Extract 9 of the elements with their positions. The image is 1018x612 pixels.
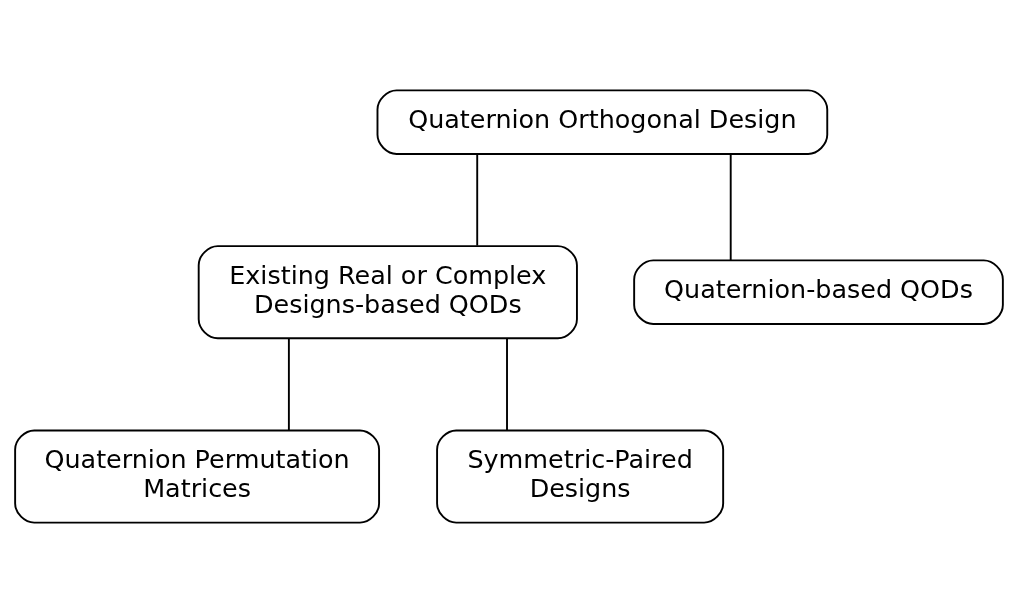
node-box: Quaternion Permutation Matrices (14, 429, 381, 524)
node-box: Symmetric-Paired Designs (436, 429, 725, 524)
connector (476, 152, 479, 247)
node-box: Quaternion Orthogonal Design (376, 88, 829, 155)
connector (287, 337, 290, 431)
node-box: Quaternion-based QODs (633, 258, 1004, 325)
connector (506, 337, 508, 431)
node-box: Existing Real or Complex Designs-based QODs (197, 244, 578, 339)
connector (729, 152, 732, 261)
